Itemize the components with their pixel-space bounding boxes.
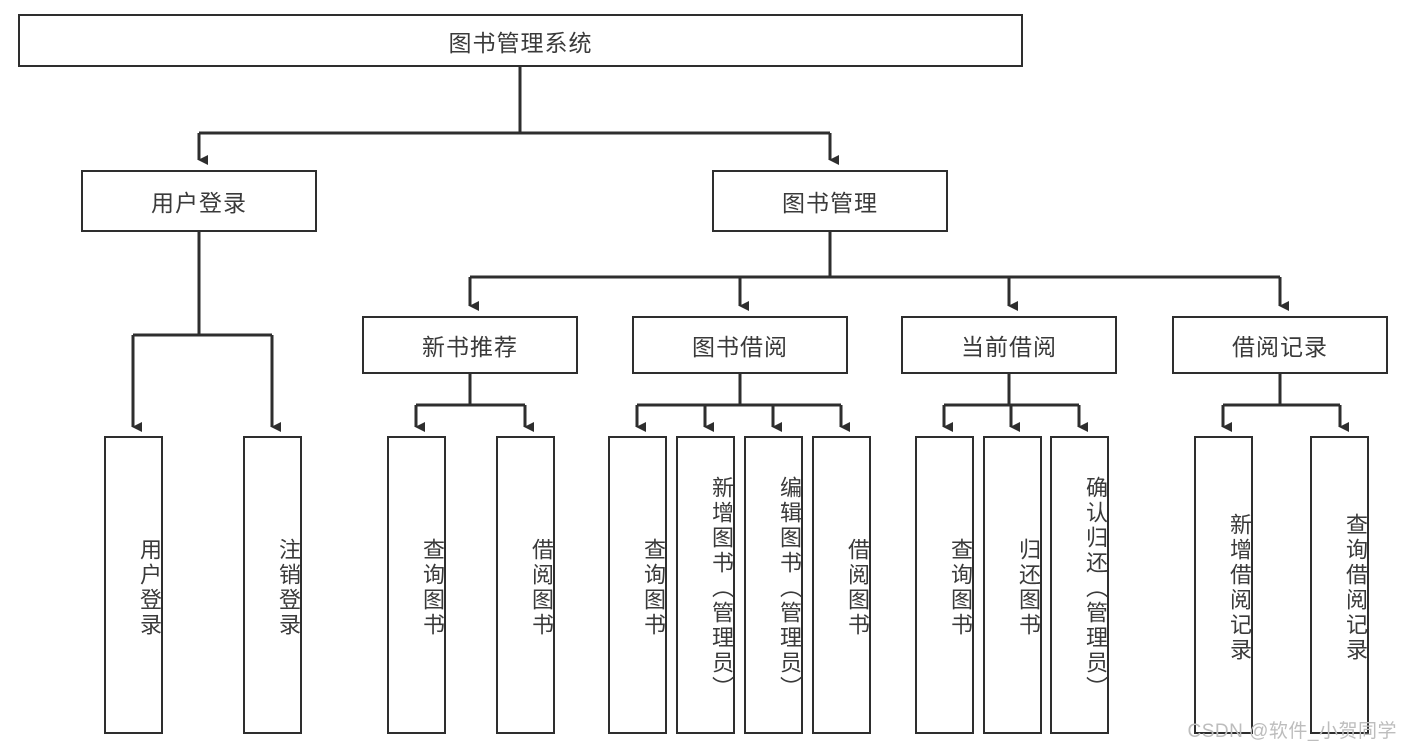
leaf-borrow-edit-book[interactable]: 编辑图书（管理员） [744,436,803,734]
node-book-borrow[interactable]: 图书借阅 [632,316,848,374]
node-label: 借阅图书 [845,538,870,638]
leaf-current-query-book[interactable]: 查询图书 [915,436,974,734]
node-label: 新书推荐 [422,334,518,360]
node-label: 图书管理 [782,190,878,216]
leaf-current-confirm-return[interactable]: 确认归还（管理员） [1050,436,1109,734]
node-book-management[interactable]: 图书管理 [712,170,948,232]
node-label: 查询图书 [948,538,973,638]
node-label: 归还图书 [1016,538,1041,638]
node-label: 当前借阅 [961,334,1057,360]
node-label: 查询借阅记录 [1343,513,1368,663]
leaf-record-add[interactable]: 新增借阅记录 [1194,436,1253,734]
leaf-borrow-add-book[interactable]: 新增图书（管理员） [676,436,735,734]
node-label: 用户登录 [151,190,247,216]
leaf-record-query[interactable]: 查询借阅记录 [1310,436,1369,734]
node-label: 新增图书（管理员） [709,475,734,701]
leaf-current-return-book[interactable]: 归还图书 [983,436,1042,734]
leaf-user-login-login[interactable]: 用户登录 [104,436,163,734]
node-label: 查询图书 [641,538,666,638]
leaf-new-book-query[interactable]: 查询图书 [387,436,446,734]
node-label: 查询图书 [420,538,445,638]
leaf-user-login-logout[interactable]: 注销登录 [243,436,302,734]
node-label: 借阅图书 [529,538,554,638]
node-label: 图书借阅 [692,334,788,360]
node-label: 编辑图书（管理员） [777,475,802,701]
node-label: 借阅记录 [1232,334,1328,360]
node-new-book-recommend[interactable]: 新书推荐 [362,316,578,374]
leaf-new-book-borrow[interactable]: 借阅图书 [496,436,555,734]
leaf-borrow-borrow-book[interactable]: 借阅图书 [812,436,871,734]
node-borrow-record[interactable]: 借阅记录 [1172,316,1388,374]
node-label: 图书管理系统 [448,29,593,56]
node-label: 注销登录 [276,538,301,638]
node-label: 用户登录 [137,538,162,638]
watermark-text: CSDN @软件_小贺同学 [1187,721,1397,742]
leaf-borrow-query-book[interactable]: 查询图书 [608,436,667,734]
node-root-system[interactable]: 图书管理系统 [18,14,1023,67]
node-current-borrow[interactable]: 当前借阅 [901,316,1117,374]
node-label: 新增借阅记录 [1227,513,1252,663]
node-user-login[interactable]: 用户登录 [81,170,317,232]
node-label: 确认归还（管理员） [1083,475,1108,701]
